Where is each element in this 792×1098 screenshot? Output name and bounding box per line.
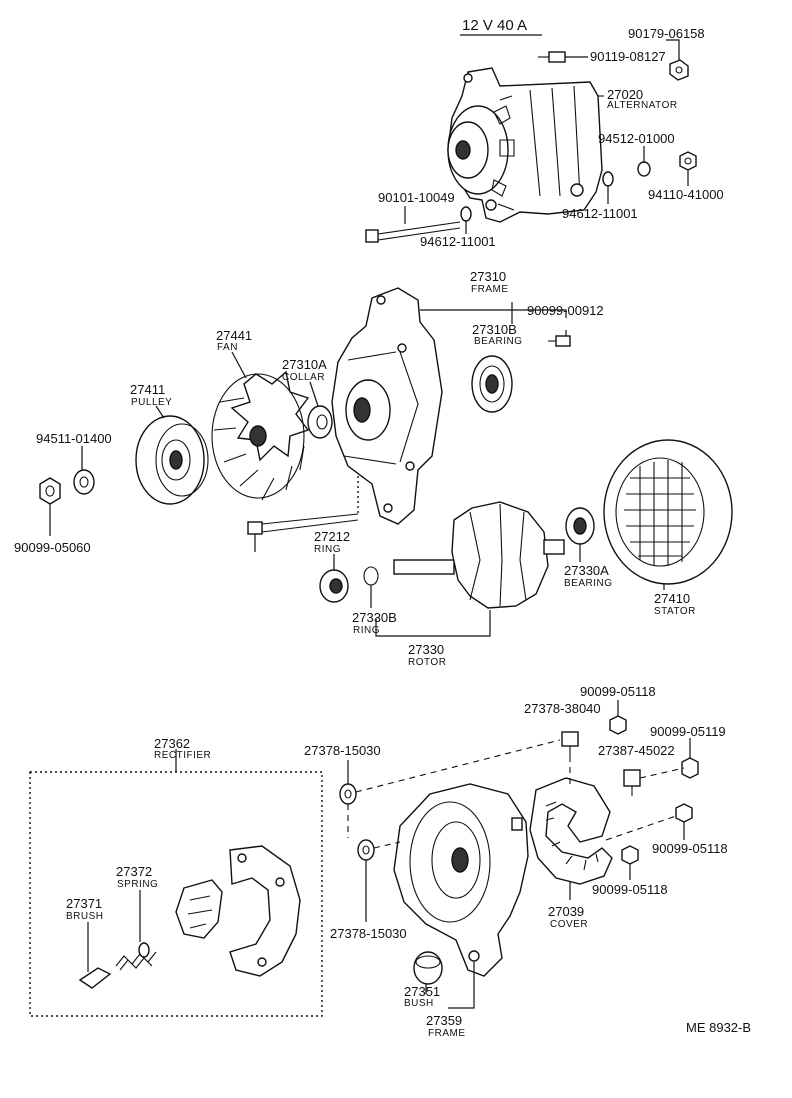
- label-27330A: 27330A: [564, 563, 609, 578]
- label-27310: 27310: [470, 269, 506, 284]
- label-27371: 27371: [66, 896, 102, 911]
- label-27020: 27020: [607, 87, 643, 102]
- frame-27359: [393, 783, 529, 977]
- label-27330: 27330: [408, 642, 444, 657]
- label-27330B: 27330B: [352, 610, 397, 625]
- label-27359: 27359: [426, 1013, 462, 1028]
- stator-27410: [603, 439, 733, 585]
- washer-94612-11001-right: [602, 171, 614, 187]
- label-27362: 27362: [154, 736, 190, 751]
- label-rectifier: RECTIFIER: [154, 750, 211, 761]
- screw-90099-00912: [548, 335, 571, 347]
- label-94612-11001-left: 94612-11001: [420, 234, 496, 249]
- rectifier-27362: [175, 845, 301, 977]
- nut-90099-05118-low: [621, 845, 639, 865]
- label-ring-27330B: RING: [353, 625, 380, 636]
- label-rotor: ROTOR: [408, 657, 446, 668]
- label-27378-38040: 27378-38040: [524, 701, 601, 716]
- bolt-90119-08127: [538, 51, 566, 63]
- nut-90099-05118-top: [609, 715, 627, 735]
- label-27378-15030-top: 27378-15030: [304, 743, 381, 758]
- label-brush: BRUSH: [66, 911, 104, 922]
- bolt-90098-04300: [247, 513, 359, 535]
- label-27351: 27351: [404, 984, 440, 999]
- fan-27441: [211, 370, 310, 501]
- label-spring: SPRING: [117, 879, 158, 890]
- spring-27372: [115, 942, 157, 971]
- label-27387-45022: 27387-45022: [598, 743, 675, 758]
- washer-94511-01400: [73, 469, 95, 495]
- label-frame-27310: FRAME: [471, 284, 509, 295]
- washer-94512-01000: [637, 161, 651, 177]
- brush-27371: [78, 967, 112, 989]
- cover-27039: [529, 777, 613, 885]
- label-90099-05118-mid: 90099-05118: [652, 841, 728, 856]
- label-27372: 27372: [116, 864, 152, 879]
- bolt-90101-10049: [365, 221, 461, 243]
- label-90099-00912: 90099-00912: [527, 303, 604, 318]
- label-27441: 27441: [216, 328, 252, 343]
- label-ring-27212: RING: [314, 544, 341, 555]
- label-collar: COLLAR: [282, 372, 325, 383]
- rotor-27330: [393, 501, 565, 609]
- label-90101-10049: 90101-10049: [378, 190, 455, 205]
- label-90099-05119: 90099-05119: [650, 724, 726, 739]
- terminal-27387-45022: [623, 769, 641, 796]
- washer-94612-11001-left: [460, 206, 472, 222]
- label-pulley: PULLEY: [131, 397, 172, 408]
- nut-94110-41000: [679, 151, 697, 171]
- label-bearing-27310B: BEARING: [474, 336, 523, 347]
- alternator-assembly-drawing: [447, 67, 603, 223]
- nut-90099-05118-mid: [675, 803, 693, 823]
- label-27310B: 27310B: [472, 322, 517, 337]
- label-27378-15030-bottom: 27378-15030: [330, 926, 407, 941]
- bearing-27330A: [565, 507, 595, 545]
- label-27411: 27411: [130, 382, 165, 397]
- label-bush: BUSH: [404, 998, 434, 1009]
- bearing-27310B: [471, 355, 513, 413]
- label-94110-41000: 94110-41000: [648, 187, 724, 202]
- label-stator: STATOR: [654, 606, 696, 617]
- label-94512-01000: 94512-01000: [598, 131, 675, 146]
- label-27410: 27410: [654, 591, 690, 606]
- label-27212: 27212: [314, 529, 350, 544]
- diagram-code: ME 8932-B: [686, 1020, 751, 1035]
- ring-27212: [319, 569, 349, 603]
- label-90119-08127: 90119-08127: [590, 49, 666, 64]
- label-90099-05118-low: 90099-05118: [592, 882, 668, 897]
- label-27039: 27039: [548, 904, 584, 919]
- collar-27310A: [307, 405, 333, 439]
- nut-90099-05060: [39, 477, 61, 505]
- label-90179-06158: 90179-06158: [628, 26, 705, 41]
- label-90099-05060: 90099-05060: [14, 540, 91, 555]
- insulator-27378-15030-top: [339, 783, 357, 805]
- nut-90099-05119: [681, 757, 699, 779]
- label-27310A: 27310A: [282, 357, 327, 372]
- label-90099-05118-top: 90099-05118: [580, 684, 656, 699]
- label-cover: COVER: [550, 919, 588, 930]
- ring-27330B: [363, 566, 379, 586]
- label-fan: FAN: [217, 342, 238, 353]
- pulley-27411: [135, 415, 209, 505]
- label-frame-27359: FRAME: [428, 1028, 466, 1039]
- label-94612-11001-right: 94612-11001: [562, 206, 638, 221]
- diagram-title: 12 V 40 A: [462, 17, 527, 34]
- nut-90179-06158: [669, 59, 689, 81]
- insulator-27378-15030-bottom: [357, 839, 375, 861]
- label-bearing-27330A: BEARING: [564, 578, 613, 589]
- frame-27310: [331, 287, 443, 525]
- bush-27351: [413, 951, 443, 985]
- label-94511-01400: 94511-01400: [36, 431, 112, 446]
- label-alternator: ALTERNATOR: [607, 100, 678, 111]
- terminal-27378-38040: [561, 731, 579, 756]
